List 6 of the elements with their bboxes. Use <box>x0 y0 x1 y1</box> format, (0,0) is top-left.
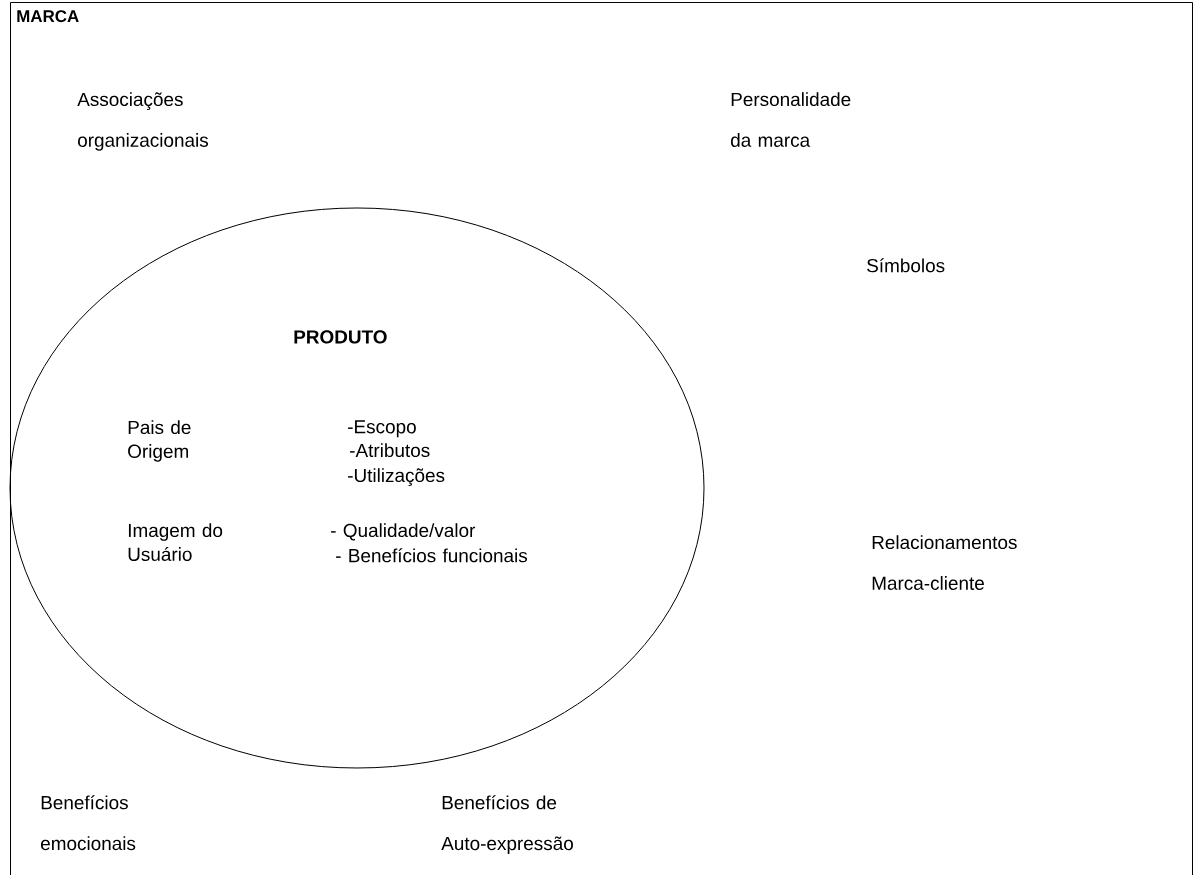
label-text: Associações organizacionais <box>77 92 208 151</box>
label-text: Símbolos <box>867 258 945 273</box>
label-text: Benefícios emocionais <box>41 795 136 851</box>
label-text: Benefícios de Auto-expressão <box>441 795 573 854</box>
label-text: Relacionamentos Marca-cliente <box>872 535 1017 590</box>
label-text: Personalidade da marca <box>731 92 851 147</box>
